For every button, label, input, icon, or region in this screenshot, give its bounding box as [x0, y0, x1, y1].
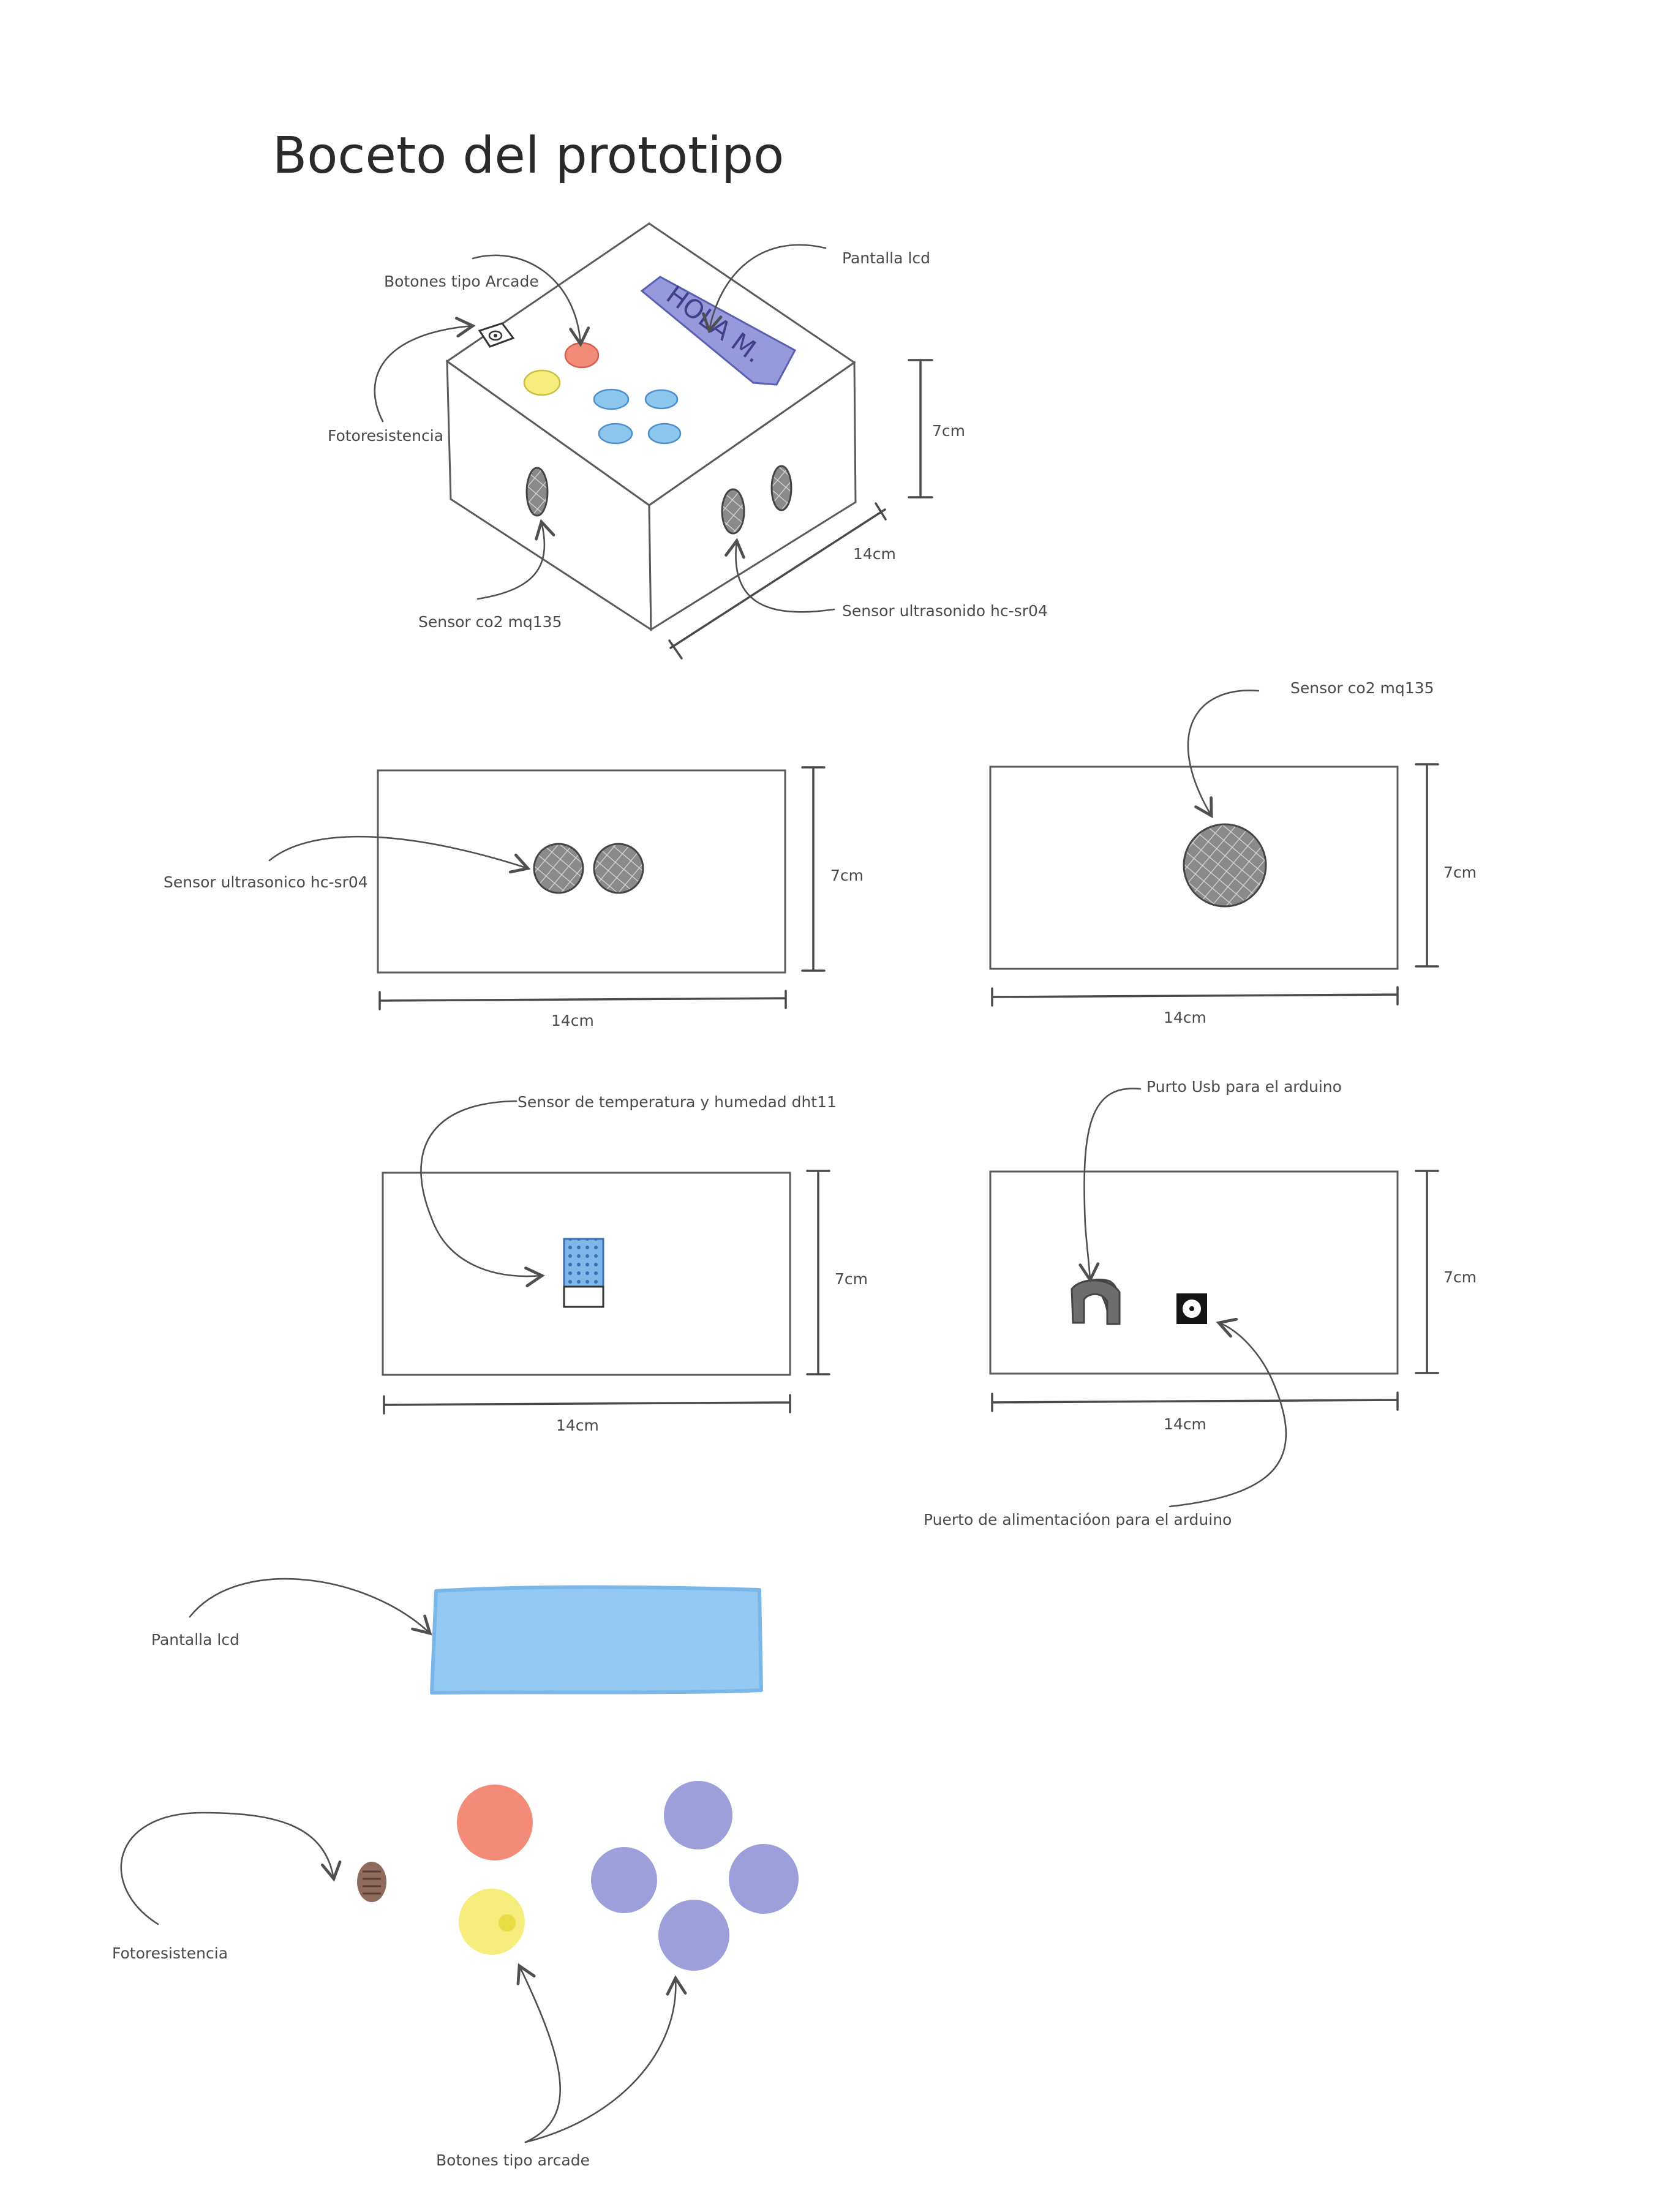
side-width-label: 14cm — [1164, 1009, 1206, 1026]
purple-arcade-button-3 — [729, 1844, 799, 1914]
ultrasonic-label: Sensor ultrasonido hc-sr04 — [842, 602, 1048, 620]
temp-width-label: 14cm — [556, 1416, 599, 1434]
back-view-rect — [989, 1170, 1399, 1375]
box-right-face — [648, 361, 857, 631]
usb-arrow — [1078, 1088, 1142, 1283]
isometric-box: HOLA M. 7cm 14cm Botones tipo Arcade Pan… — [328, 222, 1048, 660]
dht11-sensor-base — [563, 1285, 604, 1308]
temp-view: 7cm 14cm Sensor de temperatura y humedad… — [382, 1093, 868, 1434]
co2-sensor-grid — [1183, 823, 1267, 908]
photoresistor-component — [357, 1862, 386, 1902]
yellow-arcade-button — [459, 1889, 525, 1955]
blue-button-top-1 — [593, 388, 630, 410]
purple-arcade-button-4 — [658, 1900, 729, 1971]
lcd-arrow — [702, 244, 827, 334]
front-width-label: 14cm — [551, 1012, 594, 1029]
photoresistor-component-arrow — [120, 1811, 342, 1925]
photoresistor-lines — [363, 1870, 381, 1895]
back-width-dim — [991, 1391, 1399, 1412]
ultrasonic-arrow — [724, 538, 835, 613]
lcd-component — [430, 1585, 763, 1695]
lcd-component-arrow — [189, 1578, 432, 1636]
lcd-component-label: Pantalla lcd — [151, 1631, 239, 1649]
back-view: 7cm 14cm Purto Usb para el arduino Puert… — [924, 1078, 1477, 1529]
purple-arcade-button-1 — [664, 1781, 732, 1849]
arcade-arrow-yellow — [516, 1963, 562, 2143]
temp-sensor-arrow — [420, 1100, 545, 1287]
blue-button-top-2 — [644, 389, 679, 410]
front-sensor-arrow — [268, 835, 531, 874]
ultrasonic-eye-2 — [593, 843, 644, 894]
power-label: Puerto de alimentacióon para el arduino — [924, 1511, 1232, 1529]
photoresistor-arrow — [374, 317, 476, 423]
dht11-sensor — [563, 1238, 604, 1288]
temp-width-dim — [383, 1394, 791, 1415]
side-sensor-label: Sensor co2 mq135 — [1290, 679, 1434, 697]
ultrasonic-eye-1 — [533, 843, 584, 894]
side-sensor-arrow — [1187, 690, 1260, 819]
blue-button-top-3 — [598, 423, 633, 445]
red-button-top — [564, 342, 600, 369]
side-height-label: 7cm — [1443, 863, 1477, 881]
ultrasonic-sensor-face-1 — [721, 488, 745, 535]
length-dimension — [668, 502, 887, 660]
page-title: Boceto del prototipo — [273, 127, 784, 185]
lcd-label: Pantalla lcd — [842, 249, 930, 267]
photoresistor-label: Fotoresistencia — [328, 427, 443, 445]
components: Pantalla lcd Fotoresistencia Botones tip… — [112, 1578, 799, 2169]
temp-height-label: 7cm — [835, 1270, 868, 1288]
ultrasonic-sensor-face-2 — [770, 465, 792, 511]
back-height-dim — [1415, 1170, 1439, 1374]
height-label: 7cm — [932, 422, 965, 440]
photoresistor-top — [478, 322, 515, 348]
power-port-pin — [1189, 1306, 1194, 1311]
usb-label: Purto Usb para el arduino — [1146, 1078, 1342, 1096]
co2-sensor-face — [525, 467, 549, 517]
arcade-buttons-label: Botones tipo arcade — [436, 2151, 590, 2169]
blue-button-top-4 — [647, 423, 682, 445]
front-sensor-label: Sensor ultrasonico hc-sr04 — [164, 873, 368, 891]
front-view: 7cm 14cm Sensor ultrasonico hc-sr04 — [164, 766, 864, 1029]
front-height-dim — [801, 766, 826, 972]
side-height-dim — [1415, 763, 1439, 968]
temp-sensor-label: Sensor de temperatura y humedad dht11 — [518, 1093, 837, 1111]
buttons-arrow — [472, 254, 590, 347]
power-arrow — [1169, 1317, 1287, 1508]
co2-label: Sensor co2 mq135 — [418, 613, 562, 631]
back-width-label: 14cm — [1164, 1415, 1206, 1433]
front-width-dim — [378, 990, 787, 1010]
purple-arcade-button-2 — [591, 1847, 657, 1913]
red-arcade-button — [457, 1785, 533, 1860]
yellow-button-top — [523, 369, 561, 396]
side-view: 7cm 14cm Sensor co2 mq135 — [989, 679, 1477, 1026]
height-dimension — [908, 359, 933, 498]
co2-arrow — [476, 519, 555, 600]
temp-height-dim — [806, 1170, 830, 1375]
side-width-dim — [991, 986, 1399, 1007]
arcade-arrow-purple — [524, 1975, 687, 2143]
front-height-label: 7cm — [830, 867, 864, 884]
length-label: 14cm — [853, 545, 896, 563]
buttons-label: Botones tipo Arcade — [384, 273, 539, 290]
back-height-label: 7cm — [1443, 1268, 1477, 1286]
photoresistor-component-label: Fotoresistencia — [112, 1944, 228, 1962]
yellow-arcade-button-center — [499, 1914, 516, 1932]
